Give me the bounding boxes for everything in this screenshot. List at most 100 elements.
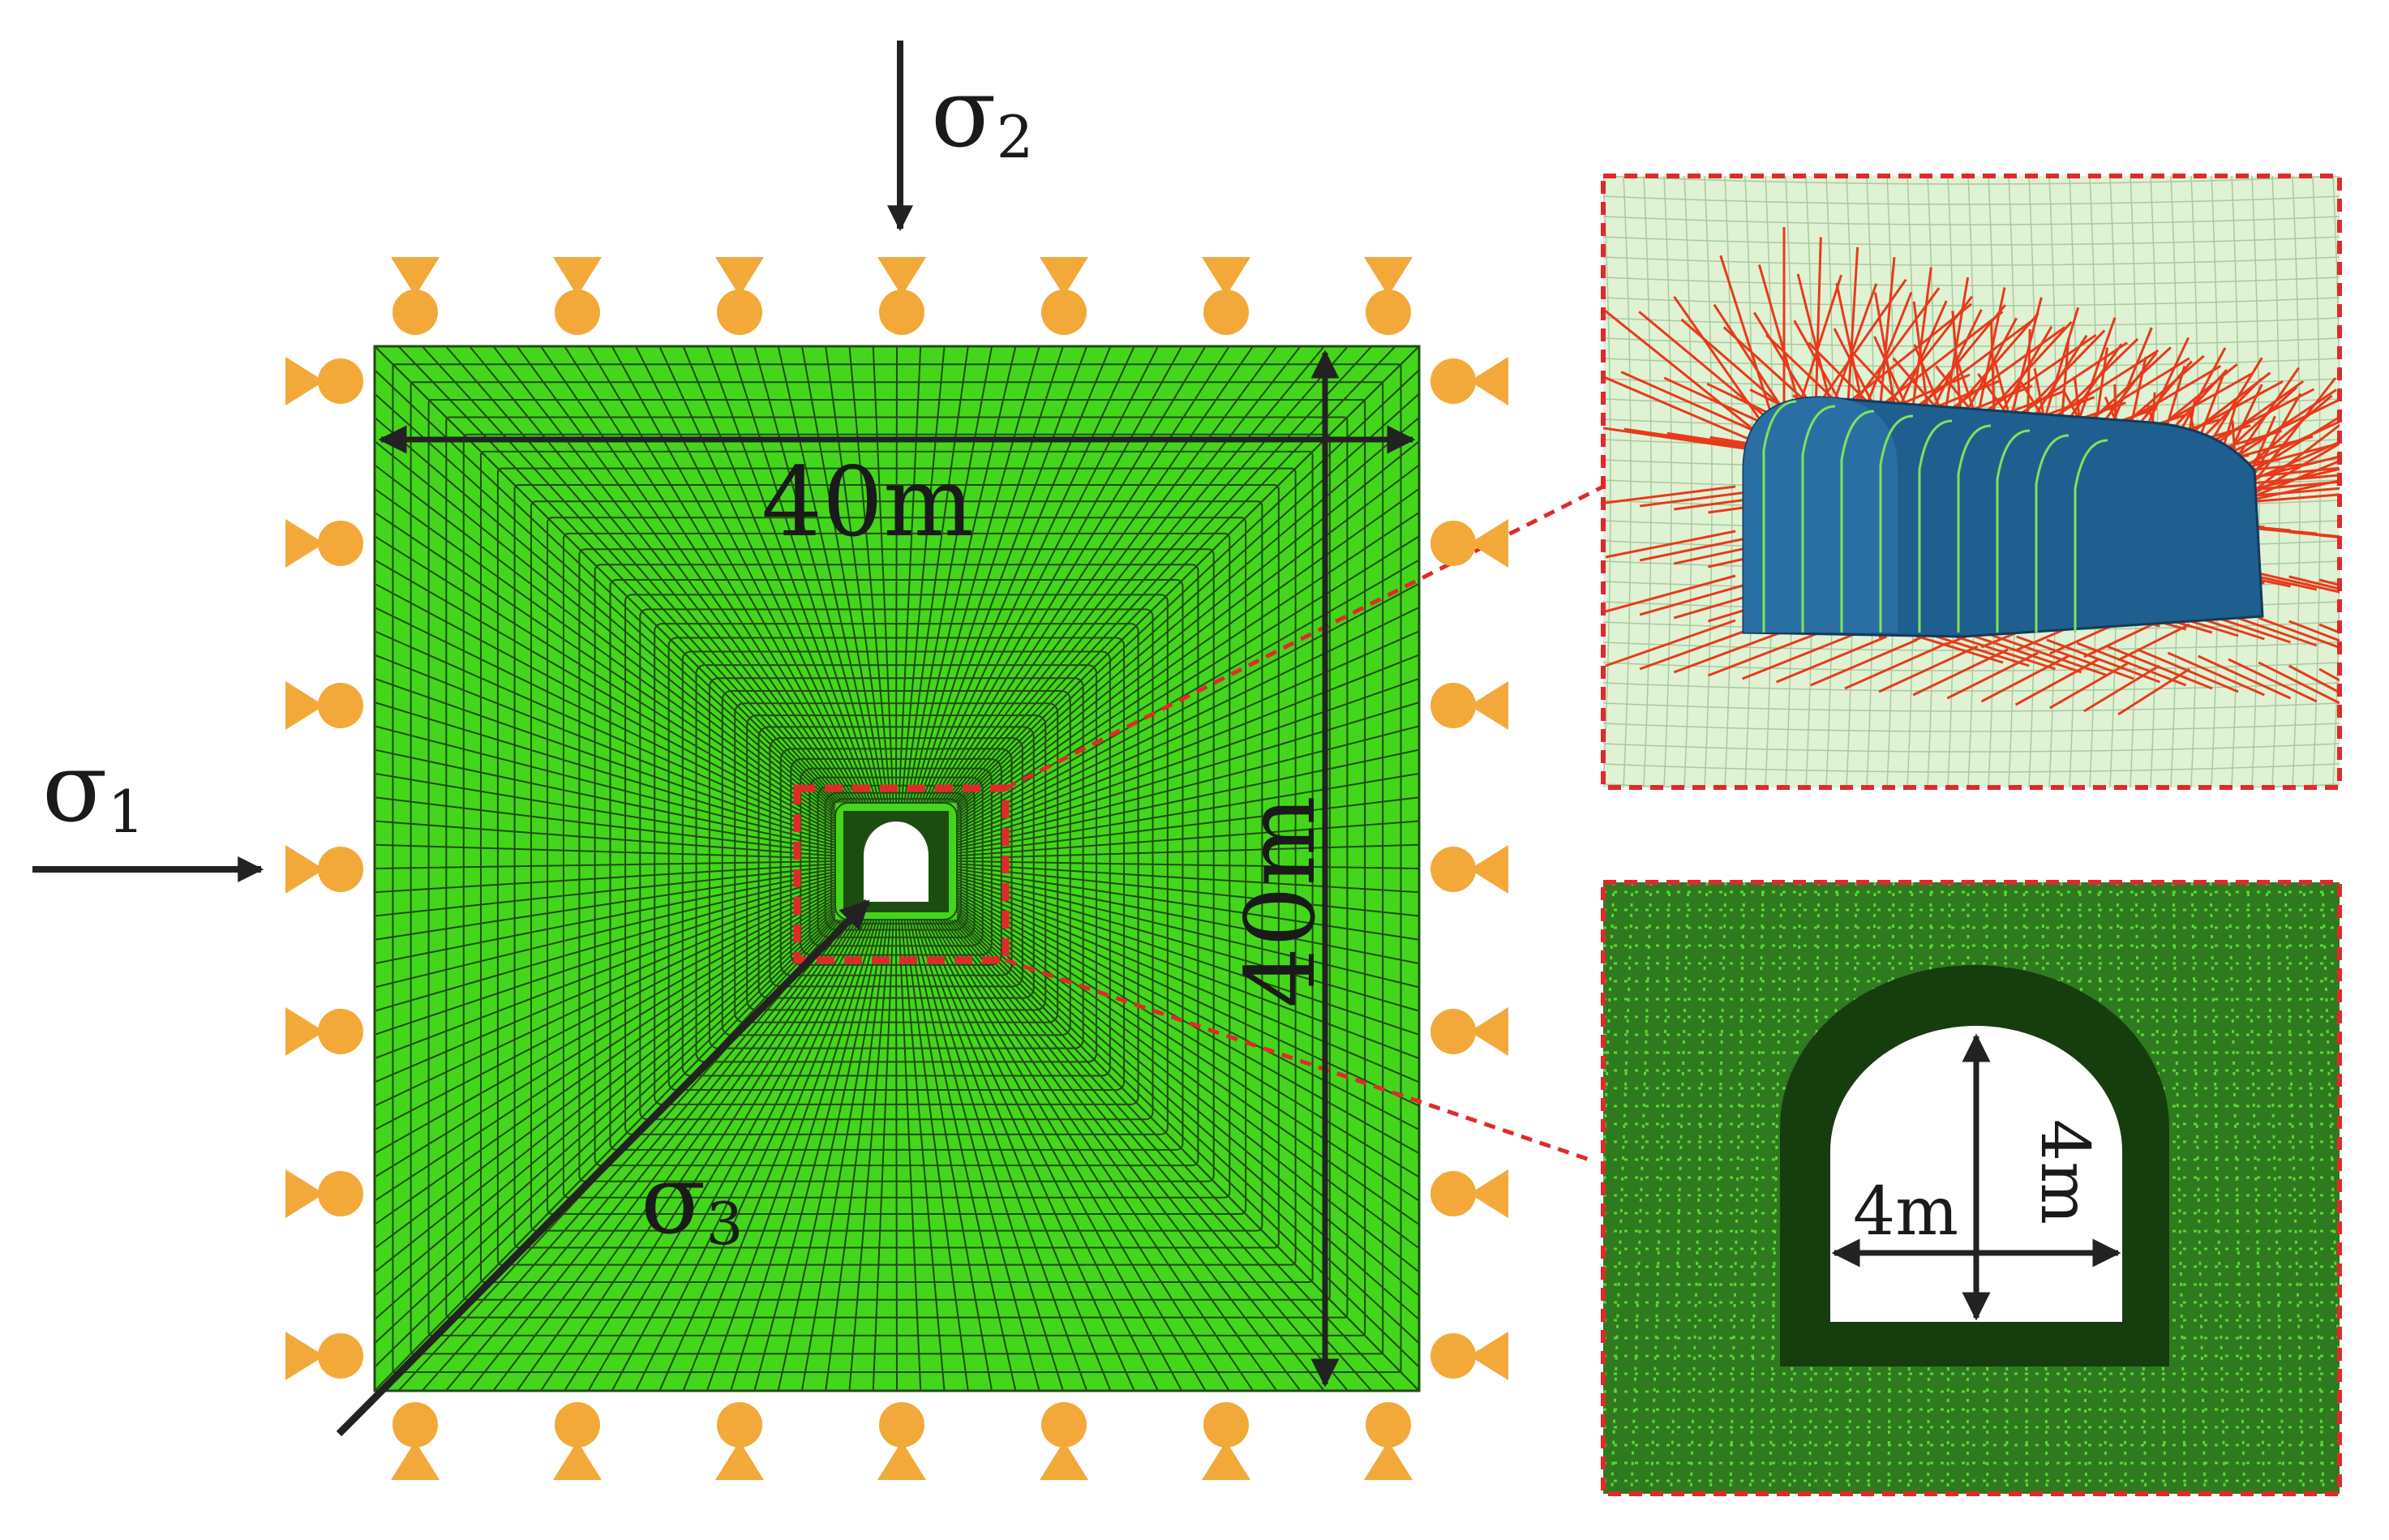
sigma1-arrow: σ1	[32, 731, 264, 882]
mesh-spoke	[375, 892, 836, 1155]
mesh-spoke	[945, 919, 1325, 1391]
mesh-spoke	[375, 701, 836, 844]
roller-support	[285, 519, 363, 568]
mesh-spoke	[917, 346, 1088, 804]
mesh-spoke	[914, 346, 1064, 804]
svg-text:σ2: σ2	[931, 57, 1033, 171]
inset-grid-line	[1603, 743, 2340, 753]
inset-grid-line	[1603, 216, 2340, 225]
mesh-spoke	[375, 882, 836, 1060]
inset-mesh-line	[1729, 882, 1746, 1494]
mesh-spoke	[956, 873, 1419, 989]
mesh-spoke	[421, 346, 842, 804]
mesh-spoke	[956, 512, 1419, 822]
mesh-spoke	[917, 919, 1088, 1391]
mesh-spoke	[800, 346, 886, 804]
mesh-spoke	[956, 865, 1419, 917]
rock-bolt	[1707, 628, 1827, 677]
mesh-spoke	[375, 630, 836, 836]
mesh-spoke	[375, 772, 836, 852]
inset-mesh-line	[1670, 882, 1690, 1494]
roller-support	[1430, 845, 1508, 894]
mesh-spoke	[375, 900, 836, 1225]
mesh-spoke	[956, 905, 1419, 1273]
lining-rib	[1918, 419, 1953, 633]
mesh-spoke	[587, 346, 861, 804]
inset-mesh-line	[1748, 882, 1765, 1494]
mesh-spoke	[937, 346, 1254, 804]
mesh-spoke	[825, 919, 889, 1391]
inset-mesh-line	[2228, 882, 2246, 1494]
mesh-spoke	[564, 919, 859, 1391]
rock-bolt	[2288, 575, 2340, 590]
mesh-spoke	[939, 346, 1278, 804]
mesh-spoke	[956, 393, 1419, 809]
mesh-spoke	[635, 346, 867, 804]
rock-bolt	[2258, 572, 2340, 594]
rock-bolt	[2014, 658, 2099, 706]
rock-bolt	[1776, 635, 1888, 684]
mesh-spoke	[956, 860, 1419, 869]
inset-mesh-line	[2302, 882, 2325, 1494]
mesh-spoke	[375, 512, 836, 822]
rock-bolt	[1605, 485, 1736, 504]
svg-text:σ1: σ1	[42, 731, 144, 846]
mesh-spoke	[911, 919, 1040, 1391]
mesh-spoke	[956, 892, 1419, 1155]
rock-bolt	[1985, 632, 2108, 677]
rock-bolt	[2237, 423, 2340, 504]
rock-bolt	[2117, 623, 2190, 662]
tunnel-height-label: 4m	[2026, 1119, 2103, 1225]
mesh-spoke	[929, 919, 1183, 1391]
inset-grid-line	[1724, 176, 1733, 787]
sigma1-subscript: 1	[108, 778, 145, 846]
mesh-spoke	[948, 919, 1349, 1391]
mesh-spoke	[375, 903, 836, 1250]
rock-bolt	[2076, 641, 2187, 687]
mesh-spoke	[375, 878, 836, 1036]
inset-grid-line	[1603, 256, 2340, 266]
inset-grid-line	[1704, 176, 1713, 787]
mesh-spoke	[956, 701, 1419, 844]
rock-bolt	[1605, 574, 1736, 613]
lining-rib	[1957, 424, 1992, 633]
rock-bolt	[2318, 578, 2340, 586]
zoom-leader-lines	[1004, 484, 1605, 1162]
mesh-spoke	[375, 884, 836, 1083]
mesh-spoke	[923, 919, 1135, 1391]
mesh-spoke	[956, 464, 1419, 817]
mesh-spoke	[375, 535, 836, 826]
inset-grid-line	[1603, 195, 2340, 205]
mesh-spoke	[375, 871, 836, 965]
tunnel-width-label: 4m	[1853, 1173, 1958, 1250]
rock-bolt	[2258, 616, 2340, 650]
sigma2-subscript: 2	[997, 103, 1034, 171]
lining-rib	[1801, 405, 1836, 633]
mesh-spoke	[375, 607, 836, 833]
inset-mesh-line	[2321, 882, 2340, 1420]
mesh-spoke	[956, 871, 1419, 965]
mesh-spoke	[375, 908, 836, 1297]
mesh-spoke	[956, 900, 1419, 1225]
roller-support	[285, 1332, 363, 1380]
mesh-spoke	[956, 863, 1419, 894]
mesh-spoke	[706, 919, 875, 1391]
mesh-spoke	[942, 919, 1302, 1391]
mesh-spoke	[956, 890, 1419, 1130]
mesh-spoke	[825, 346, 889, 804]
mesh-spoke	[445, 346, 844, 804]
mesh-spoke	[375, 749, 836, 849]
roller-support	[1040, 257, 1088, 335]
rock-bolt	[2228, 613, 2318, 647]
rock-bolt	[2117, 667, 2190, 716]
rock-bolt	[2167, 651, 2265, 697]
mesh-spoke	[929, 346, 1183, 804]
sigma3-arrow: σ3	[336, 899, 871, 1437]
svg-text:σ3: σ3	[641, 1143, 743, 1258]
rock-bolt	[2228, 658, 2318, 703]
inset-grid-line	[1603, 236, 2340, 246]
mesh-spoke	[635, 919, 867, 1391]
inset-mesh-line	[1689, 882, 1709, 1494]
height-dimension: 40m	[1225, 350, 1340, 1388]
mesh-spoke	[909, 346, 1017, 804]
